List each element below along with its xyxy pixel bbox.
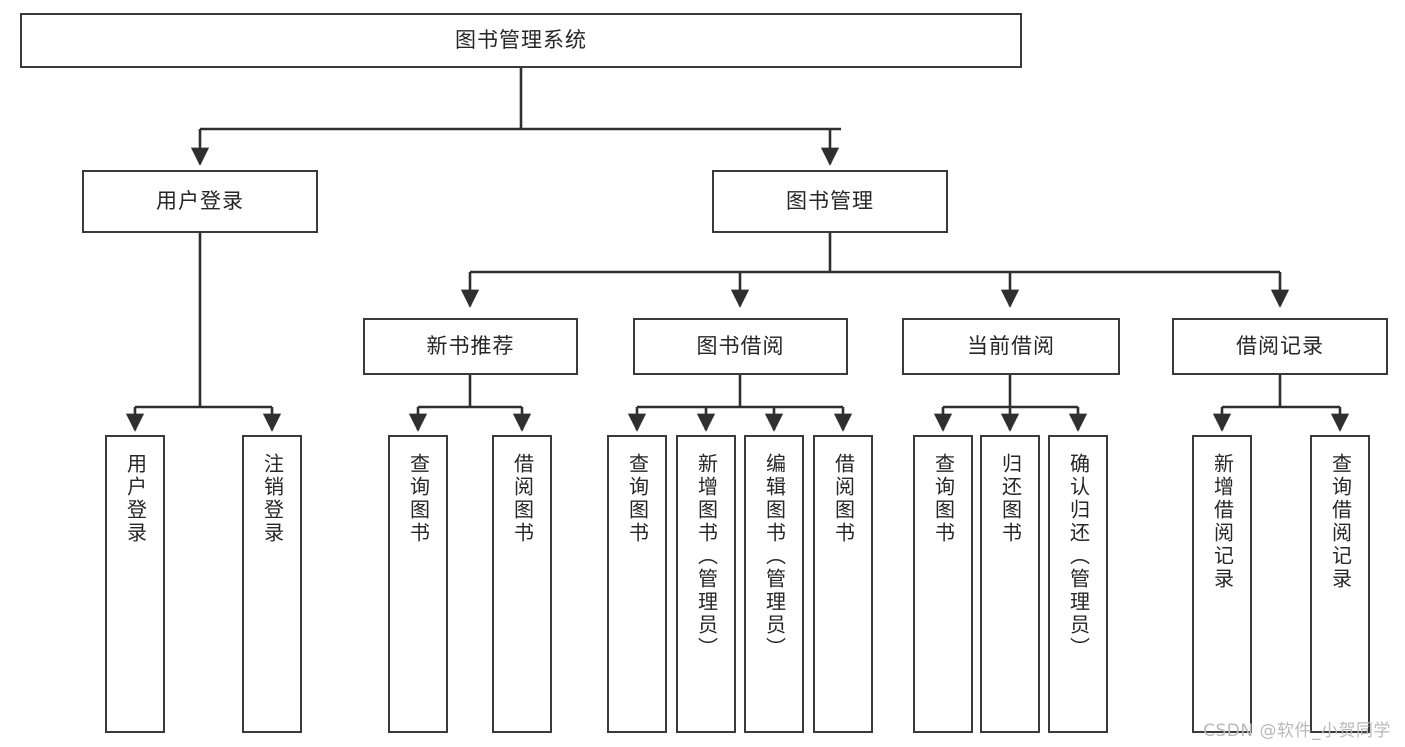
leaf-label: 查询借阅记录 [1328, 453, 1353, 591]
node-new-book-recommend[interactable]: 新书推荐 [363, 318, 578, 375]
node-label: 图书管理 [786, 188, 874, 213]
leaf-current-borrow-query-book[interactable]: 查询图书 [913, 435, 973, 733]
node-current-borrow[interactable]: 当前借阅 [902, 318, 1120, 375]
node-book-borrow[interactable]: 图书借阅 [633, 318, 848, 375]
leaf-label: 归还图书 [998, 453, 1023, 545]
leaf-label: 查询图书 [931, 453, 956, 545]
node-label: 当前借阅 [967, 333, 1055, 358]
node-book-management[interactable]: 图书管理 [712, 170, 948, 233]
leaf-current-borrow-confirm-return-admin[interactable]: 确认归还（管理员） [1048, 435, 1108, 733]
leaf-user-login-login[interactable]: 用户登录 [105, 435, 165, 733]
node-label: 用户登录 [156, 188, 244, 213]
node-borrow-record[interactable]: 借阅记录 [1172, 318, 1388, 375]
node-root-book-management-system[interactable]: 图书管理系统 [20, 13, 1022, 68]
leaf-borrow-record-query-record[interactable]: 查询借阅记录 [1310, 435, 1370, 733]
leaf-label: 编辑图书（管理员） [762, 453, 787, 660]
leaf-label: 借阅图书 [510, 453, 535, 545]
leaf-new-book-query-book[interactable]: 查询图书 [388, 435, 448, 733]
leaf-current-borrow-return-book[interactable]: 归还图书 [980, 435, 1040, 733]
leaf-label: 确认归还（管理员） [1066, 453, 1091, 660]
leaf-label: 借阅图书 [831, 453, 856, 545]
leaf-label: 用户登录 [123, 453, 148, 545]
leaf-user-login-logout[interactable]: 注销登录 [242, 435, 302, 733]
node-label: 借阅记录 [1236, 333, 1324, 358]
leaf-new-book-borrow-book[interactable]: 借阅图书 [492, 435, 552, 733]
leaf-label: 新增借阅记录 [1210, 453, 1235, 591]
leaf-book-borrow-edit-book-admin[interactable]: 编辑图书（管理员） [744, 435, 804, 733]
leaf-label: 新增图书（管理员） [694, 453, 719, 660]
leaf-book-borrow-add-book-admin[interactable]: 新增图书（管理员） [676, 435, 736, 733]
leaf-book-borrow-borrow-book[interactable]: 借阅图书 [813, 435, 873, 733]
csdn-watermark: CSDN @软件_小贺同学 [1203, 721, 1391, 741]
leaf-label: 查询图书 [625, 453, 650, 545]
leaf-book-borrow-query-book[interactable]: 查询图书 [607, 435, 667, 733]
leaf-label: 注销登录 [260, 453, 285, 545]
node-label: 图书管理系统 [455, 27, 587, 52]
node-label: 图书借阅 [696, 333, 785, 358]
leaf-borrow-record-add-record[interactable]: 新增借阅记录 [1192, 435, 1252, 733]
node-label: 新书推荐 [426, 333, 515, 358]
node-user-login[interactable]: 用户登录 [82, 170, 318, 233]
leaf-label: 查询图书 [406, 453, 431, 545]
